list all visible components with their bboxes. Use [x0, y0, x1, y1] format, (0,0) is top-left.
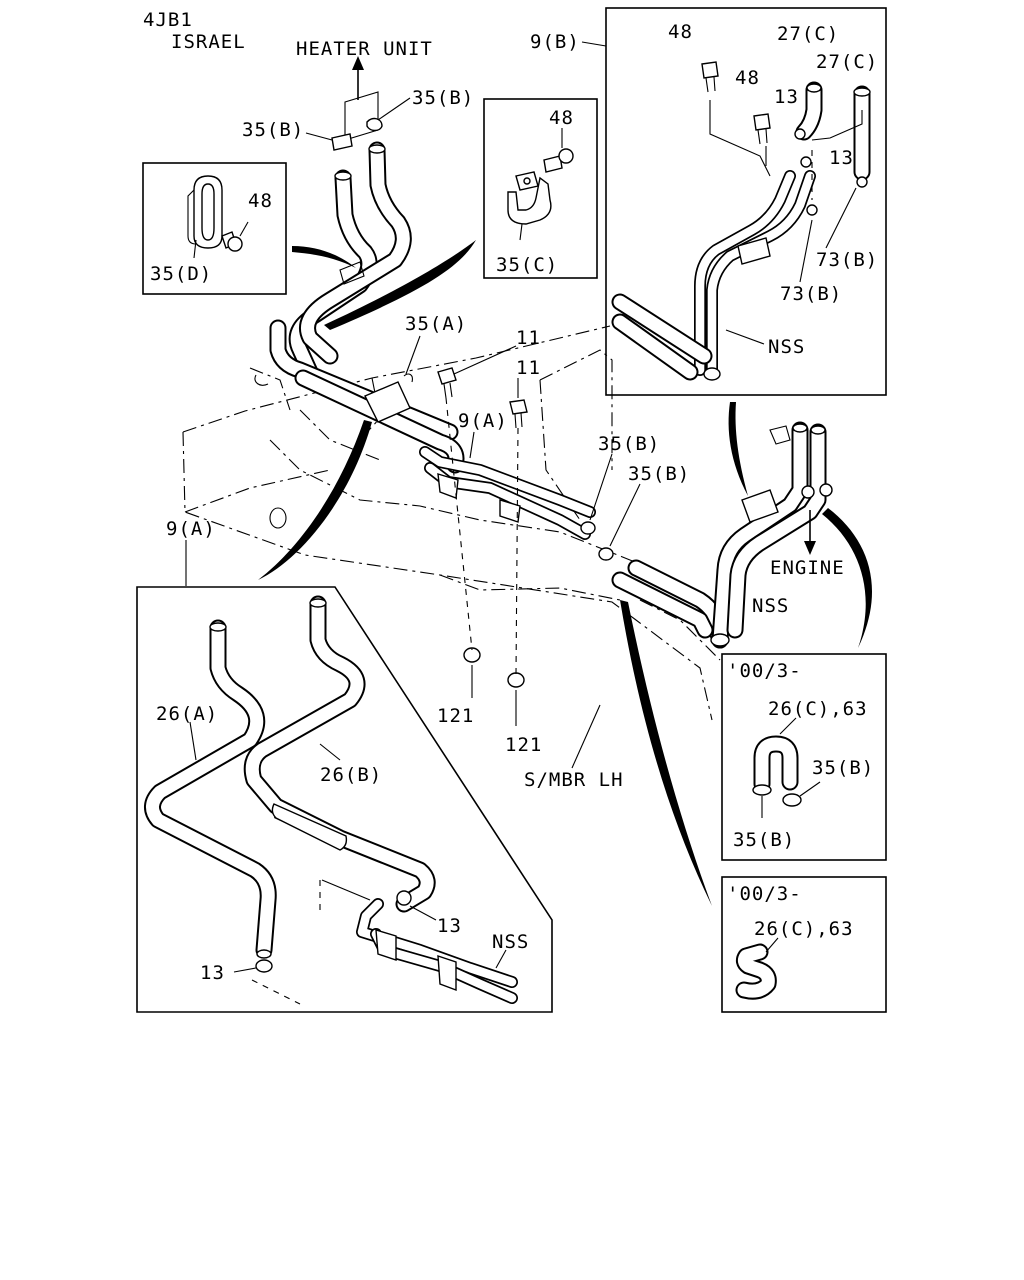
callout-26a: 26(A) [156, 703, 218, 725]
callout-26b: 26(B) [320, 764, 382, 786]
inset-2600-clamps: '00/3- 26(C),63 35(B) 35(B) [721, 653, 887, 861]
callout-13-26-a: 13 [437, 915, 462, 937]
main-heater-hoses [269, 56, 833, 688]
callout-121-a: 121 [437, 705, 474, 727]
callout-11-a: 11 [516, 327, 541, 349]
callout-48-9b-b: 48 [735, 67, 760, 89]
callout-13-9b-b: 13 [829, 147, 854, 169]
callout-9a-left: 9(A) [166, 518, 216, 540]
side-member-lh-label: S/MBR LH [524, 769, 624, 791]
inset-35d: 48 35(D) [142, 162, 287, 295]
callout-35b-inset-a: 35(B) [812, 757, 874, 779]
callout-35d: 35(D) [150, 263, 212, 285]
callout-9b: 9(B) [530, 31, 580, 53]
callout-nss-9b: NSS [768, 336, 805, 358]
inset-9b: 9(B) 48 48 27(C) 27(C) 13 13 73(B) 73(B)… [530, 7, 887, 396]
callout-48-35d: 48 [248, 190, 273, 212]
main-leader-lines [185, 41, 641, 769]
callout-27c-a: 27(C) [777, 23, 839, 45]
callout-26c63-a: 26(C),63 [768, 698, 868, 720]
inset-26ab: 26(A) 26(B) 13 13 NSS [136, 586, 553, 1013]
callout-nss-26: NSS [492, 931, 529, 953]
bolt-11-b [509, 399, 528, 429]
market-label: ISRAEL [171, 31, 246, 53]
callout-73b-a: 73(B) [816, 249, 878, 271]
callout-13-9b-a: 13 [774, 86, 799, 108]
callout-48-9b-a: 48 [668, 21, 693, 43]
callout-35b-inset-b: 35(B) [733, 829, 795, 851]
callout-26c63-b: 26(C),63 [754, 918, 854, 940]
callout-48-35c: 48 [549, 107, 574, 129]
callout-35b-top-left: 35(B) [242, 119, 304, 141]
callout-35b-mid-2: 35(B) [628, 463, 690, 485]
callout-35b-top-right: 35(B) [412, 87, 474, 109]
callout-73b-b: 73(B) [780, 283, 842, 305]
callout-27c-b: 27(C) [816, 51, 878, 73]
callout-11-b: 11 [516, 357, 541, 379]
callout-13-26-b: 13 [200, 962, 225, 984]
heater-unit-label: HEATER UNIT [296, 38, 433, 60]
engine-code: 4JB1 [143, 9, 193, 31]
callout-35c: 35(C) [496, 254, 558, 276]
callout-arcs [258, 240, 873, 906]
bolt-11-a [437, 367, 457, 399]
callout-35b-mid-1: 35(B) [598, 433, 660, 455]
date-range-a: '00/3- [727, 660, 802, 682]
inset-35c: 48 35(C) [483, 98, 598, 279]
engine-label: ENGINE [770, 557, 845, 579]
callout-121-b: 121 [505, 734, 542, 756]
callout-35a: 35(A) [405, 313, 467, 335]
date-range-b: '00/3- [727, 883, 802, 905]
inset-2600-hose: '00/3- 26(C),63 [721, 876, 887, 1013]
callout-nss-engine: NSS [752, 595, 789, 617]
callout-9a-main: 9(A) [458, 410, 508, 432]
